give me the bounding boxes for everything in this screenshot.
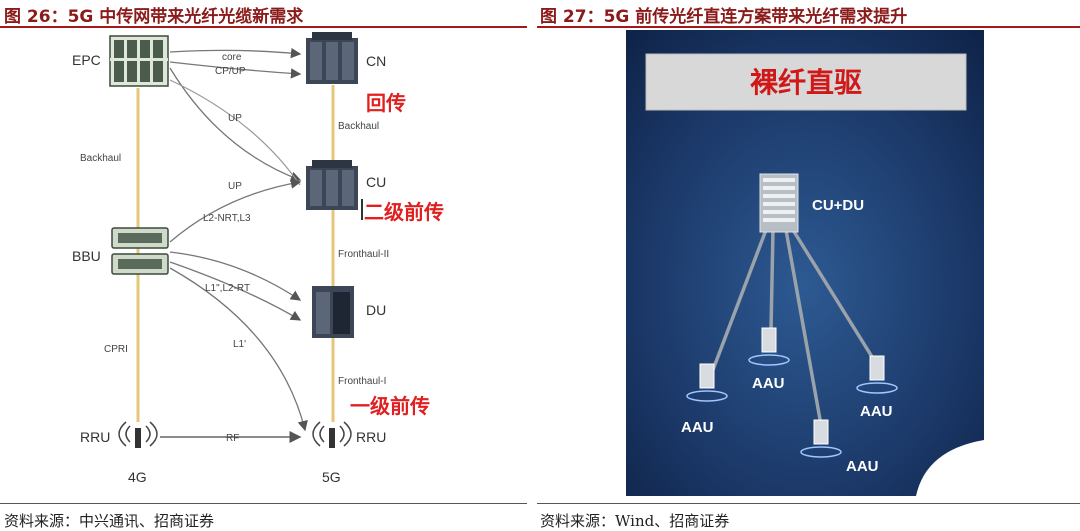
aau-label: AAU — [860, 403, 893, 420]
bbu-node — [111, 227, 169, 275]
fiber-lines — [709, 229, 876, 426]
aau-antenna-icon — [748, 327, 790, 366]
rru-left-antenna-icon — [118, 421, 158, 448]
annotation-huichuan: 回传 — [366, 92, 406, 115]
epc-label: EPC — [72, 52, 101, 68]
aau-label: AAU — [846, 458, 879, 475]
banner-text: 裸纤直驱 — [750, 67, 862, 98]
du-label: DU — [366, 302, 386, 318]
cu-du-label: CU+DU — [812, 197, 864, 214]
label-cpri: CPRI — [104, 344, 128, 355]
link-up1 — [169, 67, 302, 182]
panel-corner-curl — [916, 440, 984, 496]
link-l1l2rt-b — [169, 261, 302, 321]
left-figure-title: 图 26：5G 中传网带来光纤光缆新需求 — [4, 7, 304, 27]
generation-4g: 4G — [128, 469, 147, 485]
label-l1: L1' — [233, 339, 246, 350]
cn-label: CN — [366, 53, 386, 69]
label-up2: UP — [228, 181, 242, 192]
link-core — [169, 47, 302, 59]
label-rf: RF — [226, 433, 239, 444]
aau-antenna-icon — [800, 419, 842, 458]
right-figure-source: 资料来源：Wind、招商证券 — [540, 512, 730, 530]
rru-left-label: RRU — [80, 429, 110, 445]
annotation-yiji: 一级前传 — [350, 394, 430, 418]
du-server-icon — [312, 286, 354, 338]
right-figure-title: 图 27：5G 前传光纤直连方案带来光纤需求提升 — [540, 7, 908, 27]
label-core: core — [222, 52, 242, 63]
link-l1 — [169, 267, 308, 432]
bbu-label: BBU — [72, 248, 101, 264]
label-l1l2rt: L1",L2-RT — [205, 283, 250, 294]
left-diagram: core CP/UP UP UP L2-NRT,L3 L1",L2-RT L1'… — [72, 32, 444, 485]
aau-antenna-icon — [686, 363, 728, 402]
generation-5g: 5G — [322, 469, 341, 485]
annotation-erji: 二级前传 — [364, 200, 444, 224]
label-fronthaul2: Fronthaul-II — [338, 249, 389, 260]
link-cpup — [169, 61, 302, 79]
label-l2nrt: L2-NRT,L3 — [203, 213, 251, 224]
left-source-rule — [0, 503, 527, 504]
label-fronthaul1: Fronthaul-I — [338, 376, 386, 387]
label-backhaul-left: Backhaul — [80, 153, 121, 164]
cu-server-icon — [306, 160, 358, 210]
link-l2nrt — [169, 178, 302, 243]
link-up2 — [169, 79, 301, 186]
banner-box — [645, 53, 967, 111]
left-title-rule — [0, 26, 527, 28]
aau-label: AAU — [681, 419, 714, 436]
epc-node — [109, 35, 169, 87]
aau-label: AAU — [752, 375, 785, 392]
link-l1l2rt-a — [169, 251, 302, 301]
right-source-rule — [537, 503, 1080, 504]
cu-label: CU — [366, 174, 386, 190]
label-up1: UP — [228, 113, 242, 124]
right-diagram: 裸纤直驱 CU+DU AAU AAU AAU AAU — [626, 30, 984, 496]
rru-right-antenna-icon — [312, 421, 352, 448]
cu-du-server-icon — [759, 173, 799, 233]
left-figure-source: 资料来源：中兴通讯、招商证券 — [4, 512, 215, 530]
right-title-rule — [537, 26, 1080, 28]
rru-right-label: RRU — [356, 429, 386, 445]
cn-server-icon — [306, 32, 358, 84]
label-backhaul-right: Backhaul — [338, 121, 379, 132]
label-cpup: CP/UP — [215, 66, 246, 77]
aau-antenna-icon — [856, 355, 898, 394]
